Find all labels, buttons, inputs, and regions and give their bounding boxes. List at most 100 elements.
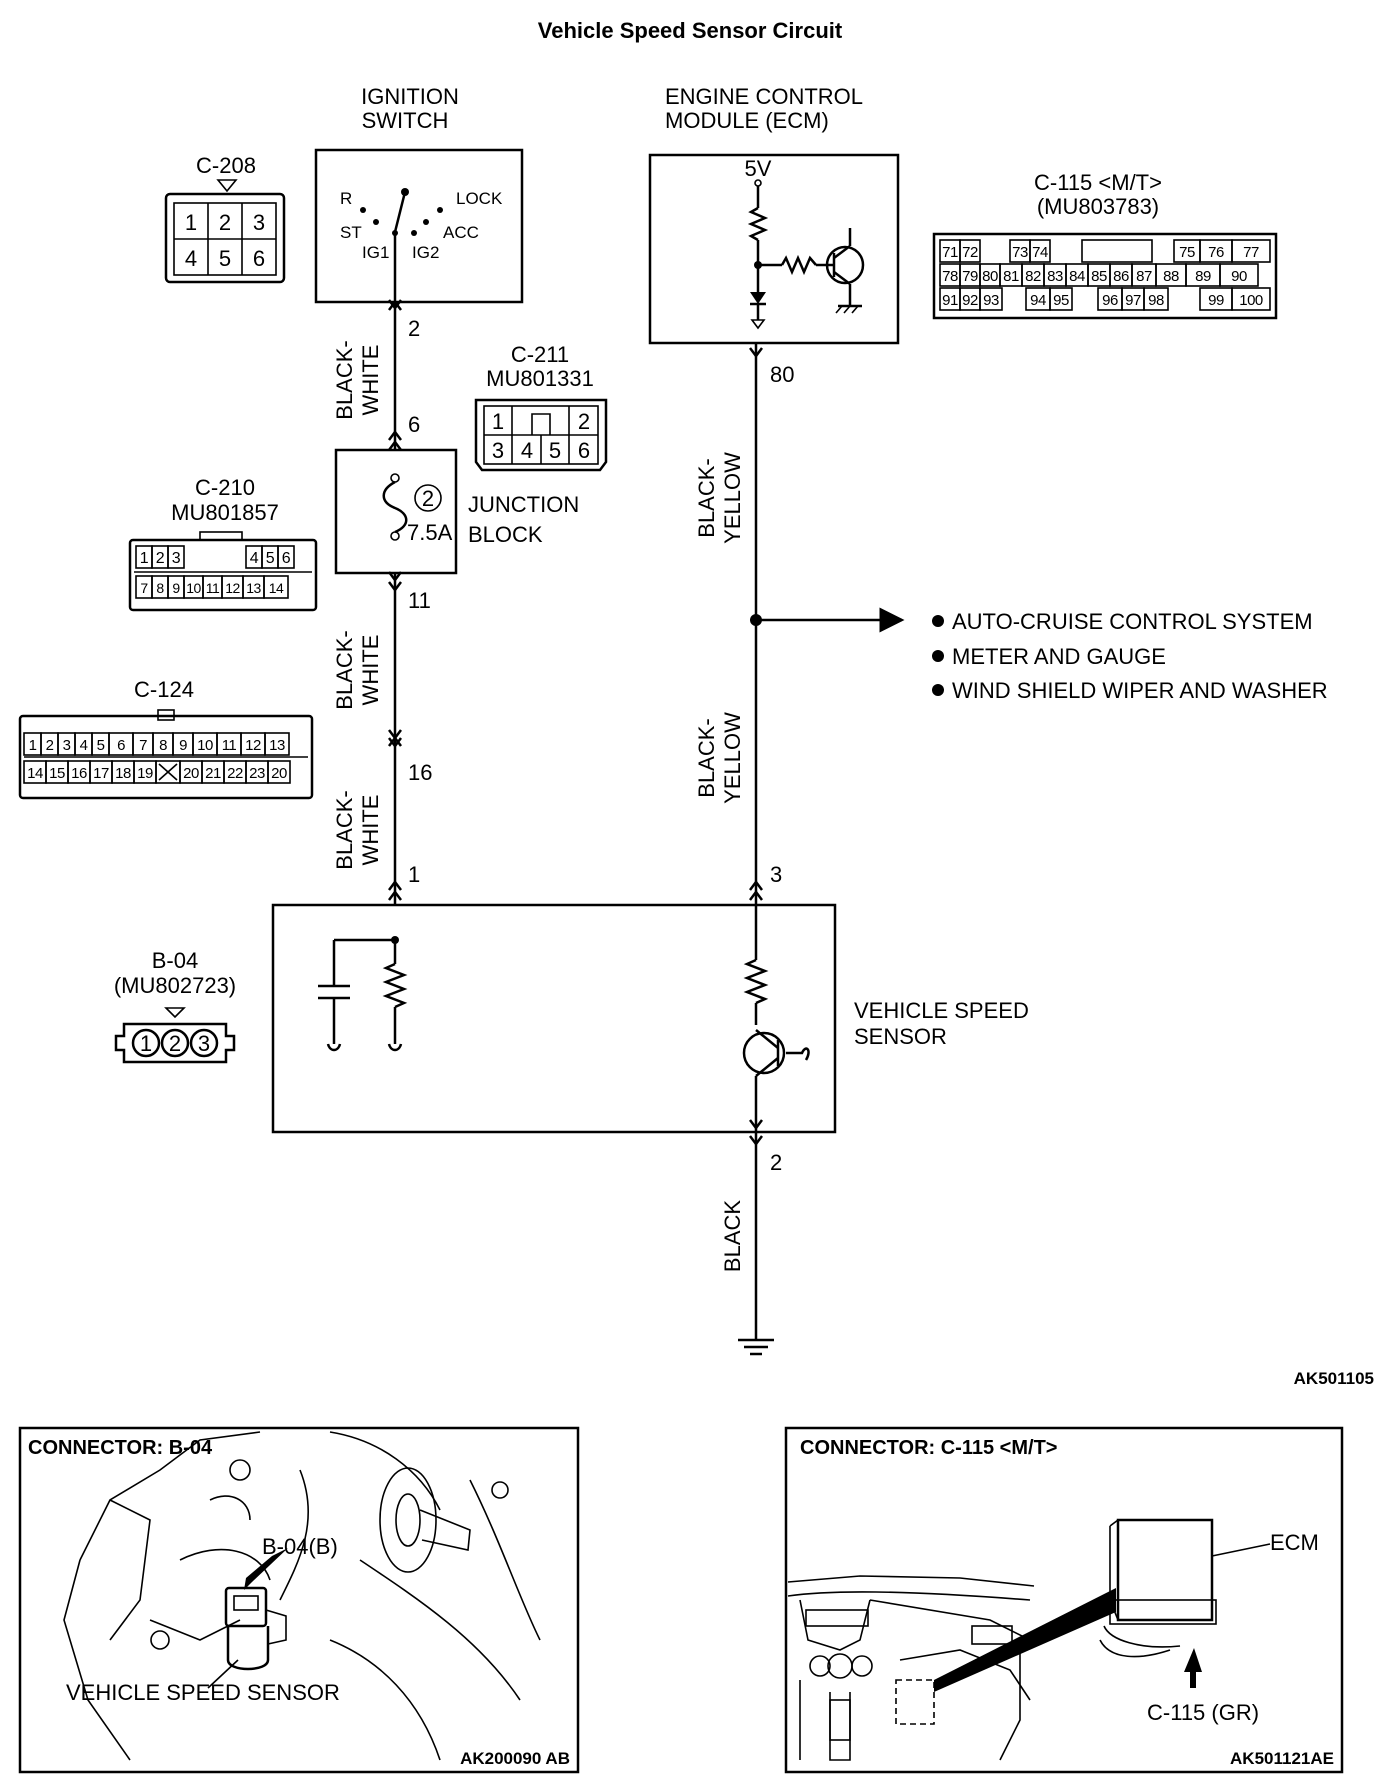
connector-c208: C-208 1 2 3 4 5 6 — [164, 153, 286, 284]
pin-label: 5 — [266, 550, 275, 567]
junction-block: 2 7.5A JUNCTION BLOCK — [334, 448, 579, 575]
pin-label: 3 — [63, 737, 71, 754]
pin-cell — [167, 545, 185, 569]
pin-label: 85 — [1091, 268, 1107, 285]
pin-cell — [1143, 287, 1169, 311]
pin-label: 71 — [942, 244, 958, 261]
panel-title: CONNECTOR: B-04 — [28, 1437, 213, 1459]
pin-cell — [959, 239, 981, 263]
pin-number: 2 — [770, 1150, 782, 1175]
ignition-pos-lock: LOCK — [456, 189, 503, 208]
pin-label: 92 — [962, 292, 978, 309]
pin-cell — [263, 575, 289, 599]
wire-color-label: BLACK- — [694, 458, 719, 537]
wire-black-white-lower: 11 16 1 BLACK- WHITE BLACK- WHITE — [332, 571, 432, 905]
b04-pin: 3 — [198, 1031, 210, 1056]
pin-block-key — [1081, 239, 1153, 263]
pin-label: 83 — [1047, 268, 1063, 285]
ecm-title: ENGINE CONTROL — [665, 84, 863, 109]
wire-color-label: YELLOW — [720, 452, 745, 544]
c211-pin: 5 — [549, 438, 561, 463]
c208-label: C-208 — [196, 153, 256, 178]
pin-label: 11 — [206, 580, 220, 596]
vss-label: SENSOR — [854, 1024, 947, 1049]
ignition-switch-title: SWITCH — [362, 108, 449, 133]
ecm-illustration — [1099, 1518, 1217, 1658]
vehicle-speed-sensor: VEHICLE SPEED SENSOR — [271, 903, 1029, 1134]
c208-pin: 5 — [219, 246, 231, 271]
pin-cell — [1231, 287, 1271, 311]
output-system-item: METER AND GAUGE — [952, 644, 1166, 669]
pin-label: 97 — [1125, 292, 1141, 309]
c208-pin: 2 — [219, 210, 231, 235]
c208-pin: 1 — [185, 210, 197, 235]
wire-color-label: YELLOW — [720, 712, 745, 804]
ignition-pos-ig2: IG2 — [412, 243, 439, 262]
transmission-illustration — [63, 1431, 541, 1761]
pin-label: 6 — [282, 550, 291, 567]
pin-label: 9 — [172, 580, 180, 596]
diagram-code: AK501105 — [1294, 1369, 1374, 1388]
ecm-voltage: 5V — [745, 156, 772, 181]
pin-label: 90 — [1231, 268, 1247, 285]
ignition-pos-r: R — [340, 189, 352, 208]
c115-label: (MU803783) — [1037, 194, 1159, 219]
pin-label: 76 — [1208, 244, 1224, 261]
dashboard-illustration — [787, 1575, 1035, 1761]
pin-label: 96 — [1102, 292, 1118, 309]
pin-label: 98 — [1148, 292, 1164, 309]
c115-callout: C-115 (GR) — [1147, 1700, 1259, 1725]
pin-number: 1 — [408, 862, 420, 887]
wire-black-ground: 2 BLACK — [720, 1132, 782, 1356]
pin-label: 2 — [156, 550, 165, 567]
pin-label: 73 — [1012, 244, 1028, 261]
pin-label: 14 — [27, 765, 43, 782]
c208-pin: 6 — [253, 246, 265, 271]
ignition-pos-ig1: IG1 — [362, 243, 389, 262]
panel-title: CONNECTOR: C-115 <M/T> — [800, 1437, 1057, 1459]
pin-label: 2 — [46, 737, 54, 754]
pin-label: 13 — [269, 737, 285, 754]
panel-connector-c115: CONNECTOR: C-115 <M/T> ECM C-115 (GR) AK… — [784, 1426, 1344, 1774]
connector-c211: C-211 MU801331 1 2 3 4 5 6 — [474, 342, 608, 472]
output-systems: AUTO-CRUISE CONTROL SYSTEM METER AND GAU… — [932, 609, 1328, 703]
wire-color-label: WHITE — [358, 795, 383, 866]
pin-label: 99 — [1208, 292, 1224, 309]
pin-label: 89 — [1195, 268, 1211, 285]
c208-pin: 4 — [185, 246, 197, 271]
pin-label: 72 — [962, 244, 978, 261]
pin-label: 86 — [1113, 268, 1129, 285]
wire-black-yellow: 80 3 BLACK- YELLOW BLACK- YELLOW — [694, 343, 905, 905]
c124-label: C-124 — [134, 677, 194, 702]
wire-color-label: BLACK- — [332, 630, 357, 709]
pin-label: 80 — [982, 268, 998, 285]
pin-label: 12 — [245, 737, 261, 754]
pin-number: 16 — [408, 760, 432, 785]
wire-color-label: BLACK — [720, 1200, 745, 1272]
pin-label: 77 — [1243, 244, 1259, 261]
pin-label: 7 — [140, 580, 148, 596]
ecm-title: MODULE (ECM) — [665, 108, 829, 133]
pin-number: 2 — [408, 316, 420, 341]
c211-label: C-211 — [511, 342, 569, 367]
output-system-item: WIND SHIELD WIPER AND WASHER — [952, 678, 1328, 703]
pin-label: 20 — [271, 765, 287, 782]
pin-label: 74 — [1032, 244, 1048, 261]
c211-pin: 6 — [578, 438, 590, 463]
pin-label: 8 — [156, 580, 164, 596]
pin-label: 4 — [250, 550, 259, 567]
fuse-number: 2 — [422, 486, 434, 511]
wire-color-label: BLACK- — [332, 790, 357, 869]
pin-label: 13 — [246, 580, 261, 596]
pin-label: 10 — [186, 580, 201, 596]
wire-color-label: WHITE — [358, 345, 383, 416]
c211-pin: 2 — [578, 409, 590, 434]
wire-color-label: WHITE — [358, 635, 383, 706]
junction-block-label: BLOCK — [468, 522, 543, 547]
c210-label: MU801857 — [171, 500, 279, 525]
wire-color-label: BLACK- — [332, 340, 357, 419]
pin-label: 14 — [269, 580, 284, 596]
pin-label: 17 — [93, 765, 109, 782]
